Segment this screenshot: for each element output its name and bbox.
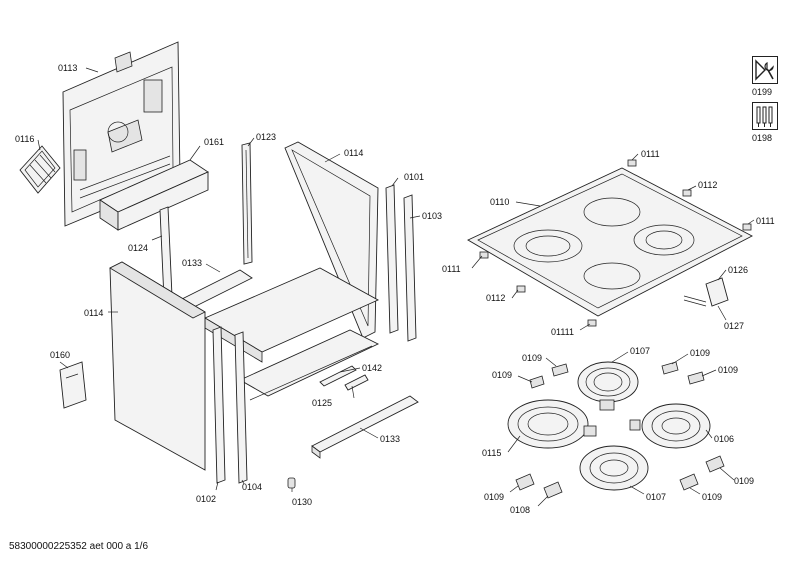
rail-0101 [385, 184, 399, 334]
label-0101: 0101 [404, 172, 424, 182]
tools-icon [752, 102, 778, 130]
label-0108: 0108 [510, 505, 530, 515]
label-0103: 0103 [422, 211, 442, 221]
foot-0130 [287, 477, 296, 489]
label-0160: 0160 [50, 350, 70, 360]
heating-element-0115 [507, 399, 597, 449]
label-0125: 0125 [312, 398, 332, 408]
heating-element-0106 [629, 403, 711, 449]
label-0133-top: 0133 [182, 258, 202, 268]
label-0111-b: 0111 [756, 216, 775, 226]
label-0109-e: 0109 [484, 492, 504, 502]
label-0106: 0106 [714, 434, 734, 444]
label-0116: 0116 [15, 134, 34, 144]
label-0110: 0110 [490, 197, 509, 207]
tools-icon-label: 0198 [752, 133, 773, 143]
rail-0123 [241, 142, 253, 265]
side-panel-0114 [109, 261, 206, 471]
label-0123: 0123 [256, 132, 276, 142]
bracket-0160 [59, 361, 87, 409]
fan-grille [19, 145, 61, 194]
rod-0125 [344, 374, 369, 391]
label-0142: 0142 [362, 363, 382, 373]
cross-member-0133-bottom [311, 395, 419, 459]
label-0111-c: 0111 [442, 264, 461, 274]
heating-element-0107-top [577, 361, 639, 411]
air-duct [99, 159, 209, 231]
label-0126: 0126 [728, 265, 748, 275]
document-footer: 58300000225352 aet 000 a 1/6 [9, 541, 149, 552]
label-0133-bottom: 0133 [380, 434, 400, 444]
label-0109-d: 0109 [718, 365, 738, 375]
label-0111-a: 0111 [641, 149, 660, 159]
label-0127: 0127 [724, 321, 744, 331]
clips [479, 159, 752, 327]
leader-lines [37, 67, 755, 507]
rod-0142 [319, 365, 357, 387]
service-icon-label: 0199 [752, 87, 773, 97]
label-0112-b: 0112 [486, 293, 505, 303]
label-0107-top: 0107 [630, 346, 650, 356]
label-0130: 0130 [292, 497, 312, 507]
label-0124: 0124 [128, 243, 148, 253]
label-0109-a: 0109 [522, 353, 542, 363]
heating-element-0107-bottom [579, 445, 649, 491]
label-0113: 0113 [58, 63, 77, 73]
ceramic-hob [467, 167, 753, 317]
clips-0109 [515, 361, 725, 499]
label-0109-f: 0109 [702, 492, 722, 502]
rail-0103 [403, 194, 417, 342]
label-0102: 0102 [196, 494, 216, 504]
rail-0124 [159, 206, 173, 300]
terminal-block [683, 277, 729, 307]
label-0115: 0115 [482, 448, 501, 458]
label-0161: 0161 [204, 137, 224, 147]
label-0109-c: 0109 [492, 370, 512, 380]
label-01111: 01111 [551, 327, 574, 337]
service-wrench-icon [752, 56, 778, 84]
label-0114-top: 0114 [344, 148, 363, 158]
label-0112-a: 0112 [698, 180, 717, 190]
label-0114-side: 0114 [84, 308, 103, 318]
rail-0102 [212, 326, 226, 484]
part-labels: 0113 0116 0161 0123 0114 0101 0103 0124 … [15, 63, 775, 515]
label-0109-b: 0109 [690, 348, 710, 358]
rail-0104 [234, 331, 248, 484]
label-0104: 0104 [242, 482, 262, 492]
label-0107-bottom: 0107 [646, 492, 666, 502]
label-0109-g: 0109 [734, 476, 754, 486]
